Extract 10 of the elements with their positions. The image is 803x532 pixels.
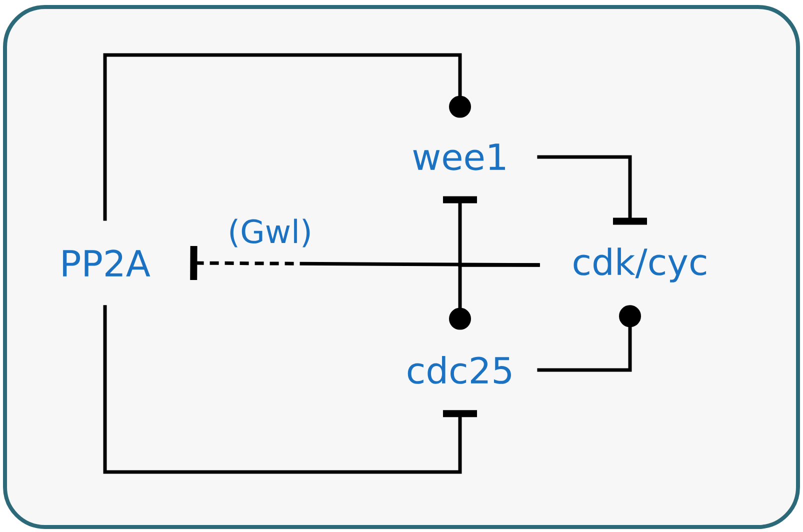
edge-label: (Gwl) bbox=[230, 218, 310, 248]
inhibition-line bbox=[103, 53, 471, 221]
protein-label: wee1 bbox=[413, 144, 505, 170]
inhibition-line bbox=[103, 305, 477, 474]
protein-label: PP2A bbox=[63, 250, 150, 276]
protein-label: cdk/cyc bbox=[574, 248, 706, 282]
inhibition-line bbox=[190, 246, 540, 280]
inhibition-line bbox=[537, 155, 647, 225]
protein-label: cdc25 bbox=[408, 356, 511, 384]
inhibition-line bbox=[537, 305, 641, 372]
